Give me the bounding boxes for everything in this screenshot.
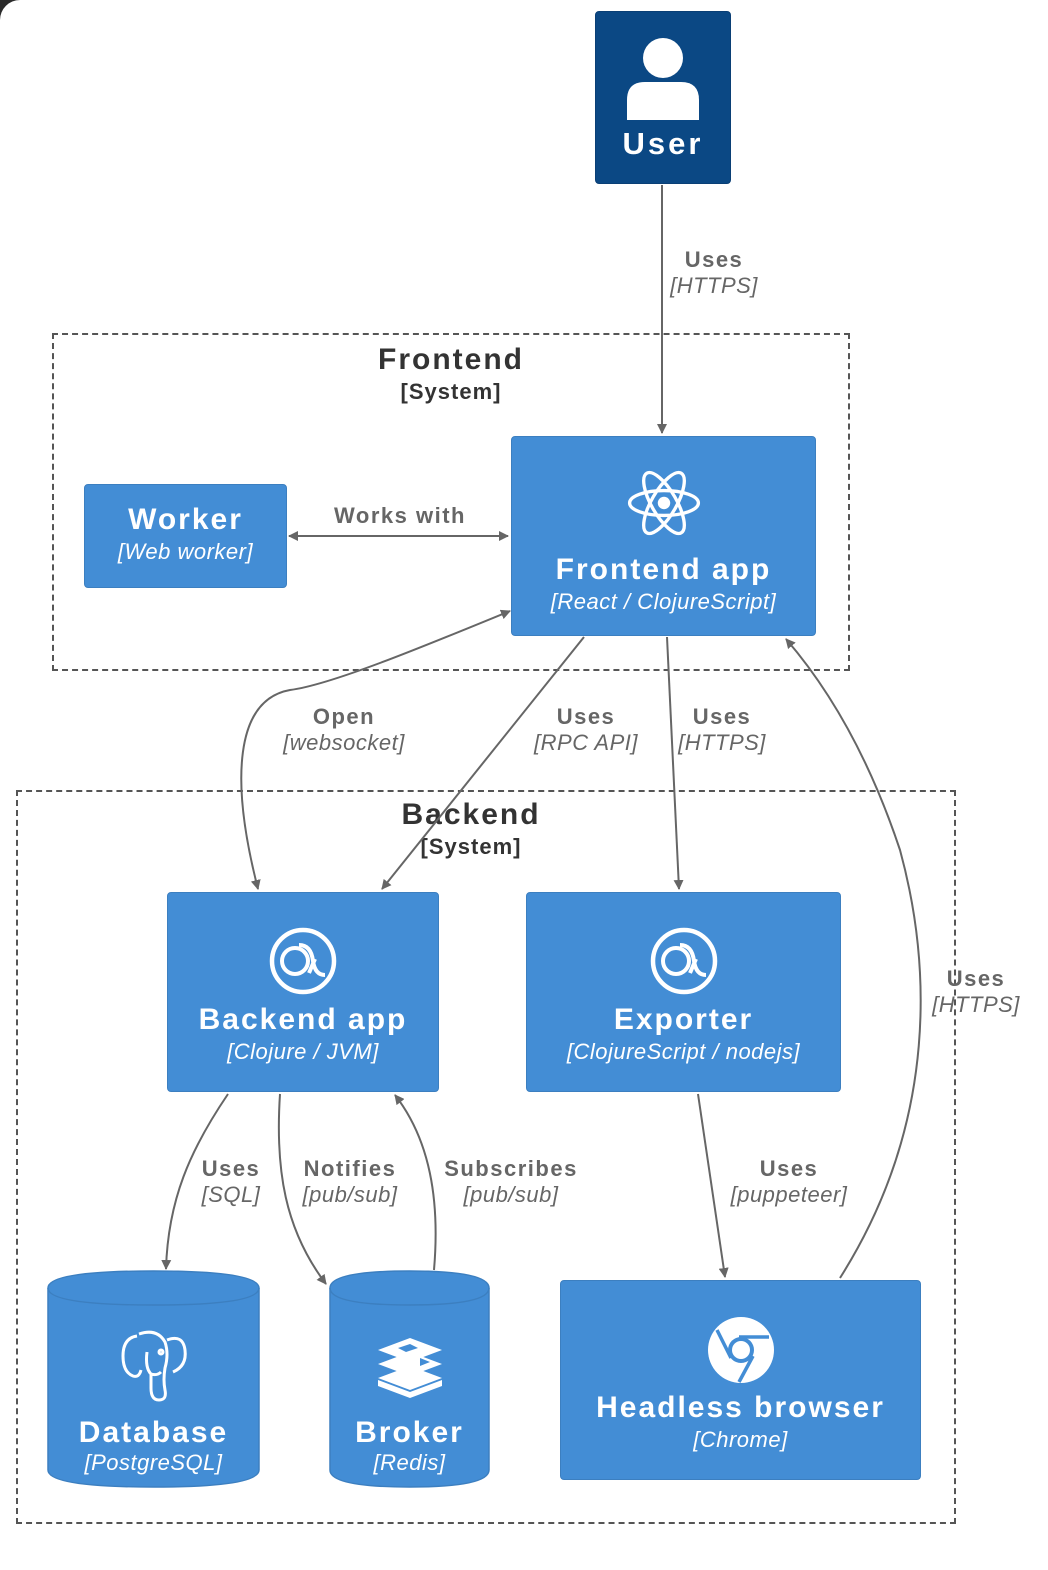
user-name: User <box>622 126 704 161</box>
edge-tech: [HTTPS] <box>670 273 758 298</box>
frontend-boundary-name: Frontend <box>378 343 524 376</box>
frontend-app-name: Frontend app <box>555 553 772 586</box>
edge-label-exporter-headless: Uses [puppeteer] <box>731 1156 848 1208</box>
frontend-app-tech: [React / ClojureScript] <box>550 589 777 614</box>
headless-browser-tech: [Chrome] <box>693 1427 788 1452</box>
react-icon <box>627 470 700 536</box>
redis-icon <box>378 1338 442 1398</box>
exporter-node[interactable]: Exporter [ClojureScript / nodejs] <box>526 892 841 1092</box>
backend-app-node[interactable]: Backend app [Clojure / JVM] <box>167 892 439 1092</box>
broker-node[interactable]: Broker [Redis] <box>329 1270 490 1488</box>
user-node[interactable]: User <box>595 11 731 184</box>
person-icon <box>627 38 699 120</box>
database-cylinder <box>47 1270 260 1488</box>
worker-node[interactable]: Worker [Web worker] <box>84 484 287 588</box>
frontend-boundary-kind: [System] <box>400 379 502 404</box>
edge-frontend-backend-websocket <box>240 609 511 890</box>
chrome-icon <box>707 1317 774 1383</box>
edge-label-user-frontend: Uses [HTTPS] <box>670 247 758 299</box>
edge-label-backend-database: Uses [SQL] <box>202 1156 261 1208</box>
edge-tech: [puppeteer] <box>730 1182 848 1207</box>
edge-tech: [websocket] <box>283 730 405 755</box>
edge-action: Works with <box>334 503 466 528</box>
edge-action: Notifies <box>303 1156 397 1181</box>
edge-headless-frontend <box>785 638 922 1279</box>
headless-browser-name: Headless browser <box>596 1391 885 1424</box>
edge-tech: [HTTPS] <box>932 992 1020 1017</box>
edge-label-rpc: Uses [RPC API] <box>534 704 638 756</box>
edge-action: Subscribes <box>444 1156 578 1181</box>
edge-action: Uses <box>692 704 752 729</box>
clojure-icon <box>269 927 337 995</box>
backend-app-name: Backend app <box>198 1003 408 1036</box>
edge-broker-backend <box>394 1094 437 1271</box>
edge-label-websocket: Open [websocket] <box>283 704 405 756</box>
edge-exporter-headless <box>697 1093 729 1278</box>
edge-tech: [SQL] <box>201 1182 261 1207</box>
edge-action: Open <box>312 704 376 729</box>
clojure-icon <box>650 927 717 995</box>
edge-tech: [RPC API] <box>534 730 638 755</box>
backend-app-tech: [Clojure / JVM] <box>227 1039 379 1064</box>
worker-name: Worker <box>128 503 243 536</box>
broker-name: Broker <box>355 1416 464 1449</box>
exporter-name: Exporter <box>613 1003 754 1036</box>
edge-action: Uses <box>946 966 1006 991</box>
broker-tech: [Redis] <box>373 1450 446 1475</box>
headless-browser-node[interactable]: Headless browser [Chrome] <box>560 1280 921 1480</box>
edge-tech: [HTTPS] <box>678 730 766 755</box>
edge-action: Uses <box>684 247 744 272</box>
database-node[interactable]: Database [PostgreSQL] <box>47 1270 260 1488</box>
exporter-tech: [ClojureScript / nodejs] <box>566 1039 801 1064</box>
frontend-app-node[interactable]: Frontend app [React / ClojureScript] <box>511 436 816 636</box>
edge-label-frontend-exporter: Uses [HTTPS] <box>678 704 766 756</box>
edge-frontend-exporter <box>666 636 684 890</box>
edge-action: Uses <box>201 1156 261 1181</box>
edge-label-backend-broker: Notifies [pub/sub] <box>302 1156 397 1208</box>
edge-label-headless-frontend: Uses [HTTPS] <box>932 966 1020 1018</box>
edge-label-worker-frontend: Works with <box>334 503 466 529</box>
edge-label-broker-backend: Subscribes [pub/sub] <box>444 1156 578 1208</box>
edge-frontend-backend-rpc <box>381 636 585 890</box>
edge-action: Uses <box>759 1156 819 1181</box>
postgresql-icon <box>121 1330 187 1402</box>
edge-tech: [pub/sub] <box>463 1182 559 1207</box>
edge-backend-database <box>161 1093 229 1270</box>
database-name: Database <box>78 1416 229 1449</box>
edge-action: Uses <box>556 704 616 729</box>
edge-tech: [pub/sub] <box>302 1182 398 1207</box>
edge-backend-broker <box>277 1093 327 1285</box>
database-tech: [PostgreSQL] <box>84 1450 223 1475</box>
worker-tech: [Web worker] <box>117 539 254 564</box>
